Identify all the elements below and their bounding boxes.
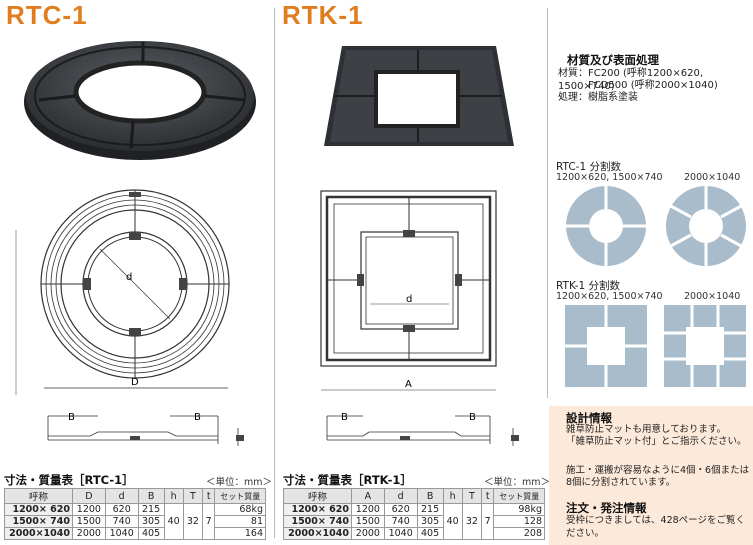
table-row: 1500× 740 1500 740 305 128 [283, 515, 545, 528]
rtk-split-4-diagram [565, 305, 647, 387]
rtk-plan-drawing: d A [320, 190, 497, 391]
rtk-dim-A: A [405, 379, 412, 390]
rtk-th-t: t [480, 488, 495, 504]
rtc-th-weight: セット質量 [214, 488, 266, 504]
rtk-dimension-table: 呼称 A d B h T t セット質量 1200× 620 1200 620 … [283, 488, 545, 540]
split-rtk-heading: RTK-1 分割数 [556, 280, 621, 292]
split-rtk-right-label: 2000×1040 [684, 291, 741, 302]
rtc-th-D: D [72, 488, 106, 504]
rtc-dim-B1: B [68, 412, 75, 423]
rtc-split-6-diagram [666, 183, 746, 269]
rtk-section-drawing: B B [326, 412, 519, 446]
rtc-photo [24, 41, 256, 160]
rtk-th-T: T [461, 488, 483, 504]
rtc-table-title: 寸法・質量表［RTC-1］ [4, 473, 134, 487]
divider-right [547, 8, 548, 398]
split-rtc-right-label: 2000×1040 [684, 172, 741, 183]
material-heading: 材質及び表面処理 [567, 53, 659, 67]
table-row: 2000×1040 2000 1040 405 208 [283, 527, 545, 540]
rtc-dim-d: d [126, 272, 132, 283]
design-line3: 施工・運搬が容易なように4個・6個または [566, 465, 750, 476]
rtc-dim-B2: B [194, 412, 201, 423]
rtk-th-A: A [351, 488, 385, 504]
design-line4: 8個に分割されています。 [566, 477, 676, 488]
rtk-unit: ＜単位：mm＞ [484, 477, 551, 488]
rtk-split-8-diagram [664, 305, 746, 387]
design-line1: 雑草防止マットも用意しております。 [566, 424, 726, 435]
rtc-th-T: T [182, 488, 204, 504]
rtk-th-h: h [442, 488, 463, 504]
rtc-th-h: h [163, 488, 184, 504]
rtc-dimension-table: 呼称 D d B h T t セット質量 1200× 620 1200 620 … [4, 488, 266, 540]
split-rtc-left-label: 1200×620, 1500×740 [556, 172, 663, 183]
rtc-dim-D: D [131, 377, 139, 388]
rtc-th-name: 呼称 [4, 488, 73, 504]
split-rtc-heading: RTC-1 分割数 [556, 161, 621, 173]
material-line2: FCD500 (呼称2000×1040) [588, 80, 718, 91]
rtk-dim-B2: B [469, 412, 476, 423]
design-heading: 設計情報 [566, 411, 612, 425]
rtk-photo [324, 46, 514, 146]
rtc-unit: ＜単位：mm＞ [206, 477, 273, 488]
material-line1: 材質：FC200 (呼称1200×620, 1500×740) [558, 68, 703, 92]
rtc-section-drawing: B B [47, 412, 244, 446]
table-row: 2000×1040 2000 1040 405 164 [4, 527, 266, 540]
rtc-th-B: B [137, 488, 165, 504]
rtk-th-d: d [383, 488, 418, 504]
rtc-title: RTC-1 [6, 0, 88, 30]
rtk-dim-B1: B [341, 412, 348, 423]
split-rtk-left-label: 1200×620, 1500×740 [556, 291, 663, 302]
rtk-table-title: 寸法・質量表［RTK-1］ [283, 473, 412, 487]
material-line3: 処理：樹脂系塗装 [558, 92, 638, 103]
rtc-th-t: t [201, 488, 216, 504]
rtk-th-B: B [416, 488, 444, 504]
table-row: 1200× 620 1200 620 215 40 32 7 68kg [4, 503, 266, 540]
rtk-dim-d: d [406, 294, 412, 305]
rtc-th-d: d [104, 488, 139, 504]
table-row: 1500× 740 1500 740 305 81 [4, 515, 266, 528]
divider-left [274, 8, 275, 538]
order-line1: 受枠につきましては、428ページをご覧ください。 [566, 515, 745, 539]
rtc-plan-drawing: d D [15, 189, 230, 395]
rtk-th-weight: セット質量 [493, 488, 545, 504]
rtc-split-4-diagram [563, 183, 649, 269]
design-line2: 「雑草防止マット付」とご指示ください。 [566, 436, 747, 447]
info-panel [549, 406, 753, 545]
table-row: 1200× 620 1200 620 215 40 32 7 98kg [283, 503, 545, 540]
rtk-th-name: 呼称 [283, 488, 352, 504]
order-heading: 注文・発注情報 [566, 501, 647, 515]
rtk-title: RTK-1 [282, 0, 364, 30]
